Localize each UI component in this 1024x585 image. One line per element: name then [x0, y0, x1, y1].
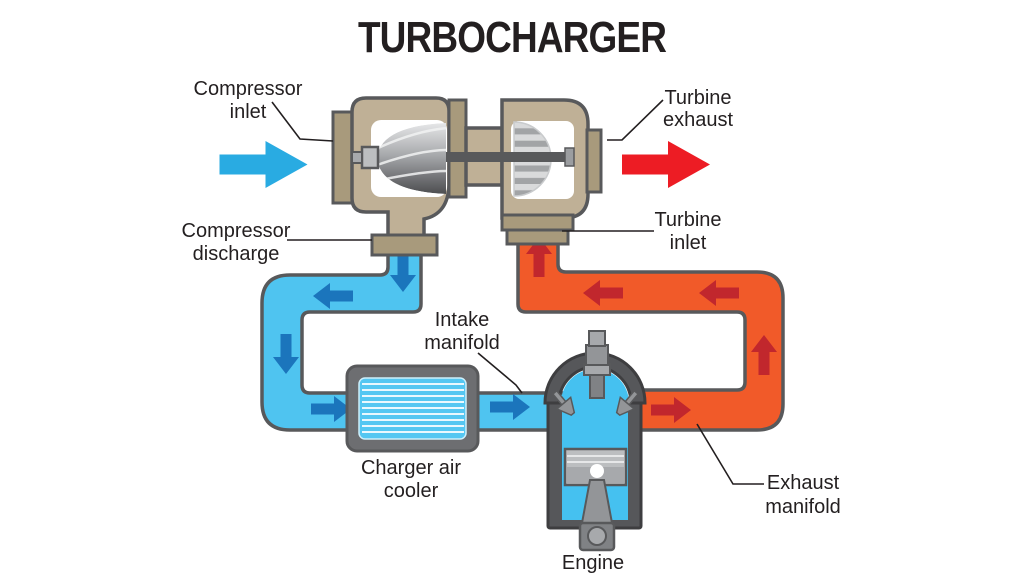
svg-text:Charger air: Charger air: [361, 457, 461, 479]
svg-text:Engine: Engine: [562, 552, 624, 574]
svg-text:cooler: cooler: [384, 480, 439, 502]
shaft-end-cap: [564, 147, 575, 167]
leader-exhaust-manifold: [696, 423, 764, 485]
shaft: [430, 152, 572, 162]
label-exhaust-manifold: Exhaust manifold: [765, 472, 841, 518]
page-title: TURBOCHARGER: [358, 12, 667, 62]
label-charger-air-cooler: Charger air cooler: [361, 457, 461, 502]
svg-text:discharge: discharge: [193, 243, 280, 265]
label-intake-manifold: Intake manifold: [424, 309, 500, 354]
svg-text:manifold: manifold: [424, 332, 500, 354]
shaft-nut: [360, 145, 380, 170]
leader-compressor-inlet: [271, 101, 334, 142]
center-plate: [447, 98, 468, 199]
turbocharger-unit: [331, 96, 603, 257]
svg-text:inlet: inlet: [670, 232, 707, 254]
cylinder-head: [543, 351, 647, 405]
label-turbine-exhaust: Turbine exhaust: [663, 87, 733, 131]
svg-text:exhaust: exhaust: [663, 109, 733, 131]
svg-text:inlet: inlet: [230, 101, 267, 123]
turbine-inlet-flange-upper: [500, 213, 575, 232]
leader-intake-manifold: [477, 352, 523, 394]
svg-text:Compressor: Compressor: [182, 220, 291, 242]
crankshaft: [578, 521, 616, 552]
turbine-exhaust-flange: [585, 128, 603, 194]
svg-text:Compressor: Compressor: [194, 78, 303, 100]
cooler-fins: [362, 383, 464, 433]
turbine-inlet-flange-lower: [505, 228, 570, 246]
engine: [543, 330, 647, 552]
shaft-tip: [351, 151, 363, 164]
svg-text:Exhaust: Exhaust: [767, 472, 840, 494]
wrist-pin: [590, 464, 604, 478]
leader-turbine-exhaust: [607, 99, 664, 141]
compressor-wheel: [377, 123, 446, 194]
exhaust-valve: [615, 389, 640, 417]
svg-text:Intake: Intake: [435, 309, 489, 331]
intake-valve: [551, 389, 576, 417]
label-turbine-inlet: Turbine inlet: [654, 209, 721, 254]
svg-text:Turbine: Turbine: [664, 87, 731, 109]
label-engine: Engine: [562, 552, 624, 574]
svg-text:Turbine: Turbine: [654, 209, 721, 231]
label-compressor-discharge: Compressor discharge: [182, 220, 291, 265]
label-compressor-inlet: Compressor inlet: [194, 78, 303, 123]
compressor-discharge-flange: [370, 233, 439, 257]
charger-air-cooler: [345, 364, 480, 453]
spark-plug: [583, 330, 611, 399]
svg-text:manifold: manifold: [765, 496, 841, 518]
